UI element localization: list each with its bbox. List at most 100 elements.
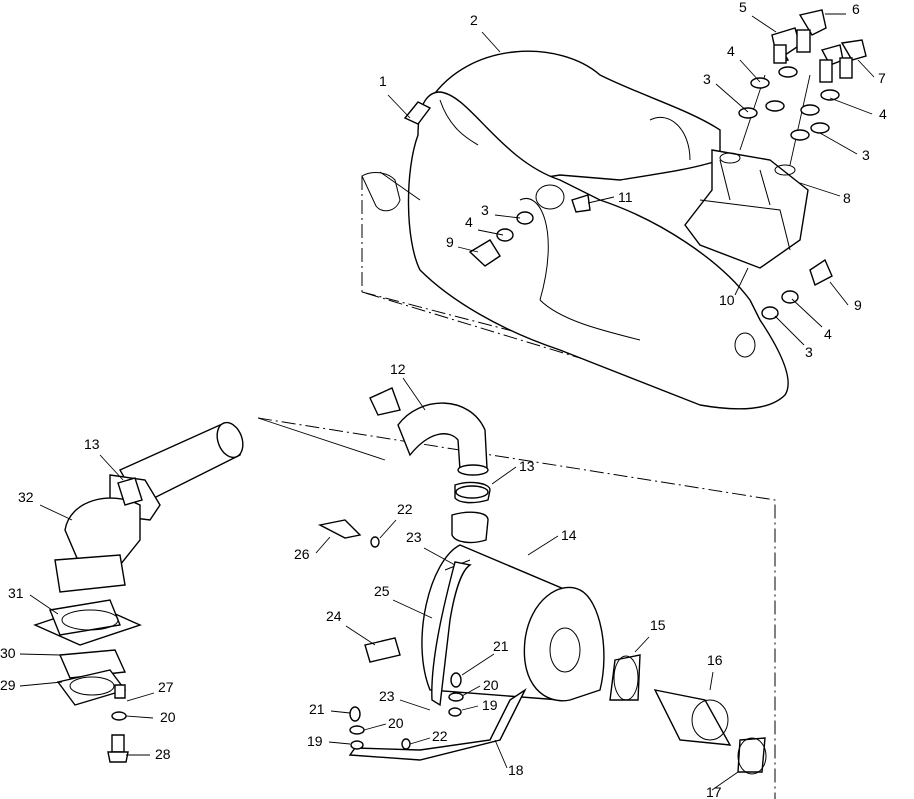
callout-leader-c21a	[461, 653, 495, 676]
callout-label-c27: 27	[158, 679, 174, 695]
callout-leader-c4b	[829, 97, 873, 115]
callout-label-c1: 1	[379, 73, 387, 89]
callout-label-c13b: 13	[519, 458, 535, 474]
callout-leader-c32	[39, 504, 73, 521]
callout-label-c31: 31	[8, 585, 24, 601]
callout-leader-c20c	[363, 723, 387, 731]
upper-small-parts-drawing	[403, 101, 833, 287]
callout-label-c28: 28	[155, 746, 171, 762]
callout-label-c14: 14	[561, 527, 577, 543]
callout-label-c20a: 20	[483, 677, 499, 693]
callout-label-c20c: 20	[388, 715, 404, 731]
callout-leader-c13a	[99, 454, 124, 481]
callout-leader-c18	[494, 739, 508, 769]
callout-leader-c26	[315, 536, 331, 554]
callout-label-c21b: 21	[309, 701, 325, 717]
callout-leader-c19a	[461, 705, 479, 711]
bolts-drawing	[771, 9, 867, 83]
callout-label-c18: 18	[508, 762, 524, 778]
callout-leader-c10	[734, 267, 749, 296]
callout-leader-c21b	[330, 710, 351, 714]
callout-leader-c1	[387, 94, 411, 119]
callout-label-c4c: 4	[465, 214, 473, 230]
callout-label-c19b: 19	[307, 733, 323, 749]
callout-label-c3a: 3	[703, 71, 711, 87]
callout-leader-c12	[402, 377, 426, 411]
callout-leader-c15	[634, 636, 650, 653]
callout-leader-c8	[799, 182, 841, 197]
callout-leader-c5	[751, 15, 777, 33]
callout-label-c15: 15	[650, 617, 666, 633]
callout-label-c3c: 3	[481, 202, 489, 218]
callout-label-c9b: 9	[854, 297, 862, 313]
washers-drawing	[496, 66, 840, 320]
callout-leader-c27	[126, 692, 155, 702]
muffler-drawing	[421, 544, 605, 707]
callout-label-c30: 30	[0, 645, 16, 661]
callout-label-c25: 25	[374, 583, 390, 599]
callout-label-c22a: 22	[397, 501, 413, 517]
callout-label-c11: 11	[618, 189, 633, 205]
callout-label-c10: 10	[719, 292, 735, 308]
callout-label-c9a: 9	[446, 234, 454, 250]
callout-label-c4d: 4	[824, 326, 832, 342]
exhaust-pipe-drawing	[33, 417, 386, 763]
callout-leader-c3c	[494, 214, 521, 219]
callout-label-c26: 26	[294, 546, 310, 562]
callout-leader-c19b	[328, 741, 351, 745]
callout-label-c17: 17	[706, 784, 722, 799]
callout-label-c6: 6	[852, 1, 860, 17]
callout-leader-c4d	[791, 298, 823, 328]
callout-label-c3b: 3	[862, 147, 870, 163]
callout-label-c4a: 4	[727, 43, 735, 59]
callout-leader-c31	[29, 594, 59, 615]
callout-leader-c23a	[423, 547, 456, 566]
callout-label-c8: 8	[843, 190, 851, 206]
callout-label-c29: 29	[0, 677, 16, 693]
callout-leader-c3a	[715, 83, 749, 113]
callout-leader-c17	[711, 771, 739, 791]
callout-leader-c24	[345, 625, 376, 646]
callout-leader-c3b	[819, 132, 858, 155]
callout-leader-c20a	[461, 685, 481, 697]
callout-label-c24: 24	[326, 608, 342, 624]
callout-leader-c4c	[477, 229, 504, 236]
callout-leader-c9b	[829, 281, 849, 306]
callout-label-c16: 16	[707, 652, 723, 668]
callout-label-c5: 5	[739, 0, 747, 15]
callout-leader-c23b	[399, 699, 431, 711]
callout-label-c2: 2	[470, 12, 478, 28]
callout-label-c23a: 23	[406, 529, 422, 545]
callout-leader-c20b	[125, 715, 154, 719]
body-housing-drawing	[257, 50, 789, 799]
elbow-pipe-drawing	[397, 402, 491, 544]
callout-leader-c4a	[739, 59, 761, 83]
callout-leader-c7	[857, 59, 875, 78]
callout-label-c21a: 21	[493, 638, 509, 654]
callout-leader-c2	[481, 31, 501, 53]
bracket-drawing	[317, 387, 527, 761]
callout-label-c32: 32	[18, 489, 34, 505]
callout-label-c19a: 19	[482, 697, 498, 713]
tailpipe-drawing	[609, 654, 767, 775]
callout-leader-c25	[392, 599, 433, 619]
callout-label-c23b: 23	[379, 688, 395, 704]
callout-leader-c16	[709, 671, 714, 691]
callout-leader-c30	[19, 653, 61, 656]
callout-label-c4b: 4	[879, 106, 887, 122]
callout-leader-c22a	[379, 519, 397, 539]
callout-leader-c22b	[409, 737, 431, 745]
callout-label-c12: 12	[390, 361, 406, 377]
callout-label-c20b: 20	[160, 709, 176, 725]
callout-leader-c29	[19, 681, 63, 687]
callout-label-c3d: 3	[805, 344, 813, 360]
exhaust-manifold-drawing	[684, 74, 811, 269]
callout-leader-c11	[587, 196, 615, 204]
callout-label-c7: 7	[878, 70, 886, 86]
callout-label-c22b: 22	[432, 728, 448, 744]
callout-leader-c3d	[774, 315, 805, 346]
callout-leader-c9a	[457, 246, 479, 253]
callout-leader-c13b	[491, 466, 517, 485]
